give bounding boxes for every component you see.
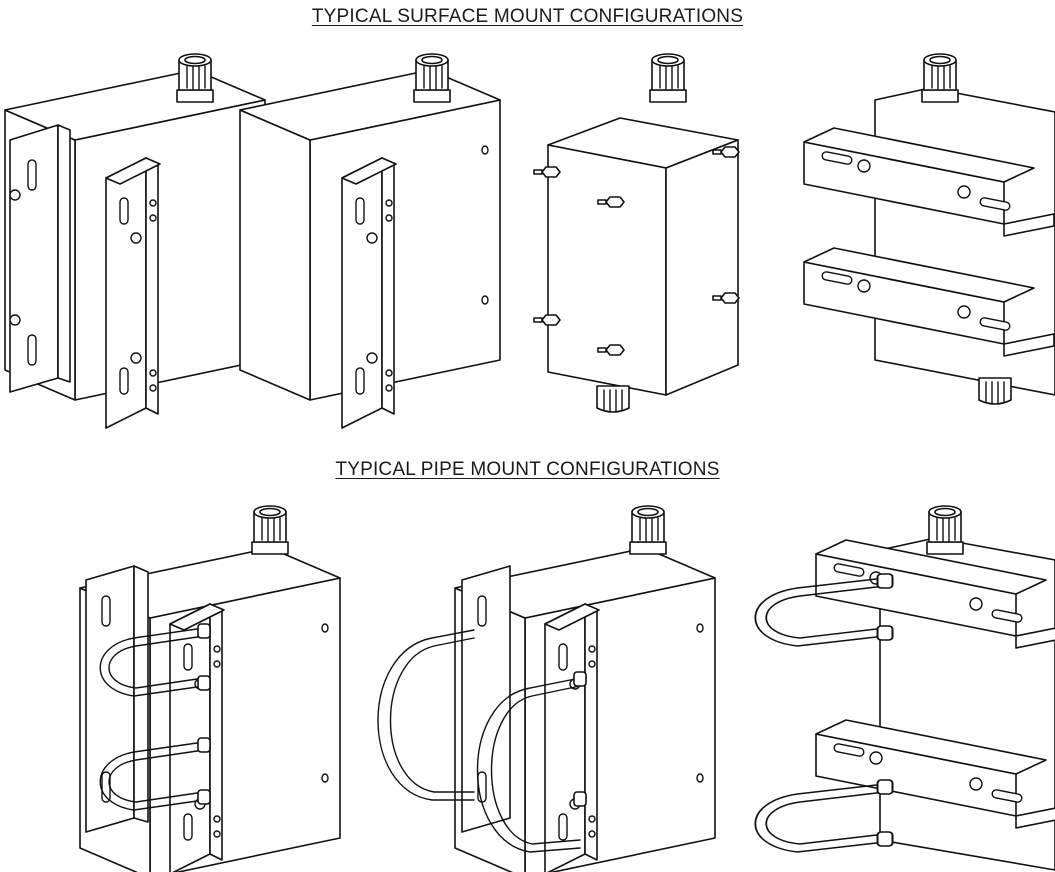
z-bracket-pipe-mount-figure (754, 505, 1055, 871)
pipe-mount-heading: TYPICAL PIPE MOUNT CONFIGURATIONS (335, 459, 720, 480)
l-bracket-pipe-mount-single-figure (377, 505, 716, 872)
l-bracket-surface-mount-figure (4, 53, 266, 429)
single-l-bracket-surface-mount-figure (239, 53, 501, 429)
surface-mount-heading: TYPICAL SURFACE MOUNT CONFIGURATIONS (311, 6, 744, 27)
stud-surface-mount-figure (533, 53, 740, 413)
l-bracket-pipe-mount-dual-figure (79, 505, 341, 872)
z-bracket-surface-mount-figure (803, 53, 1055, 405)
